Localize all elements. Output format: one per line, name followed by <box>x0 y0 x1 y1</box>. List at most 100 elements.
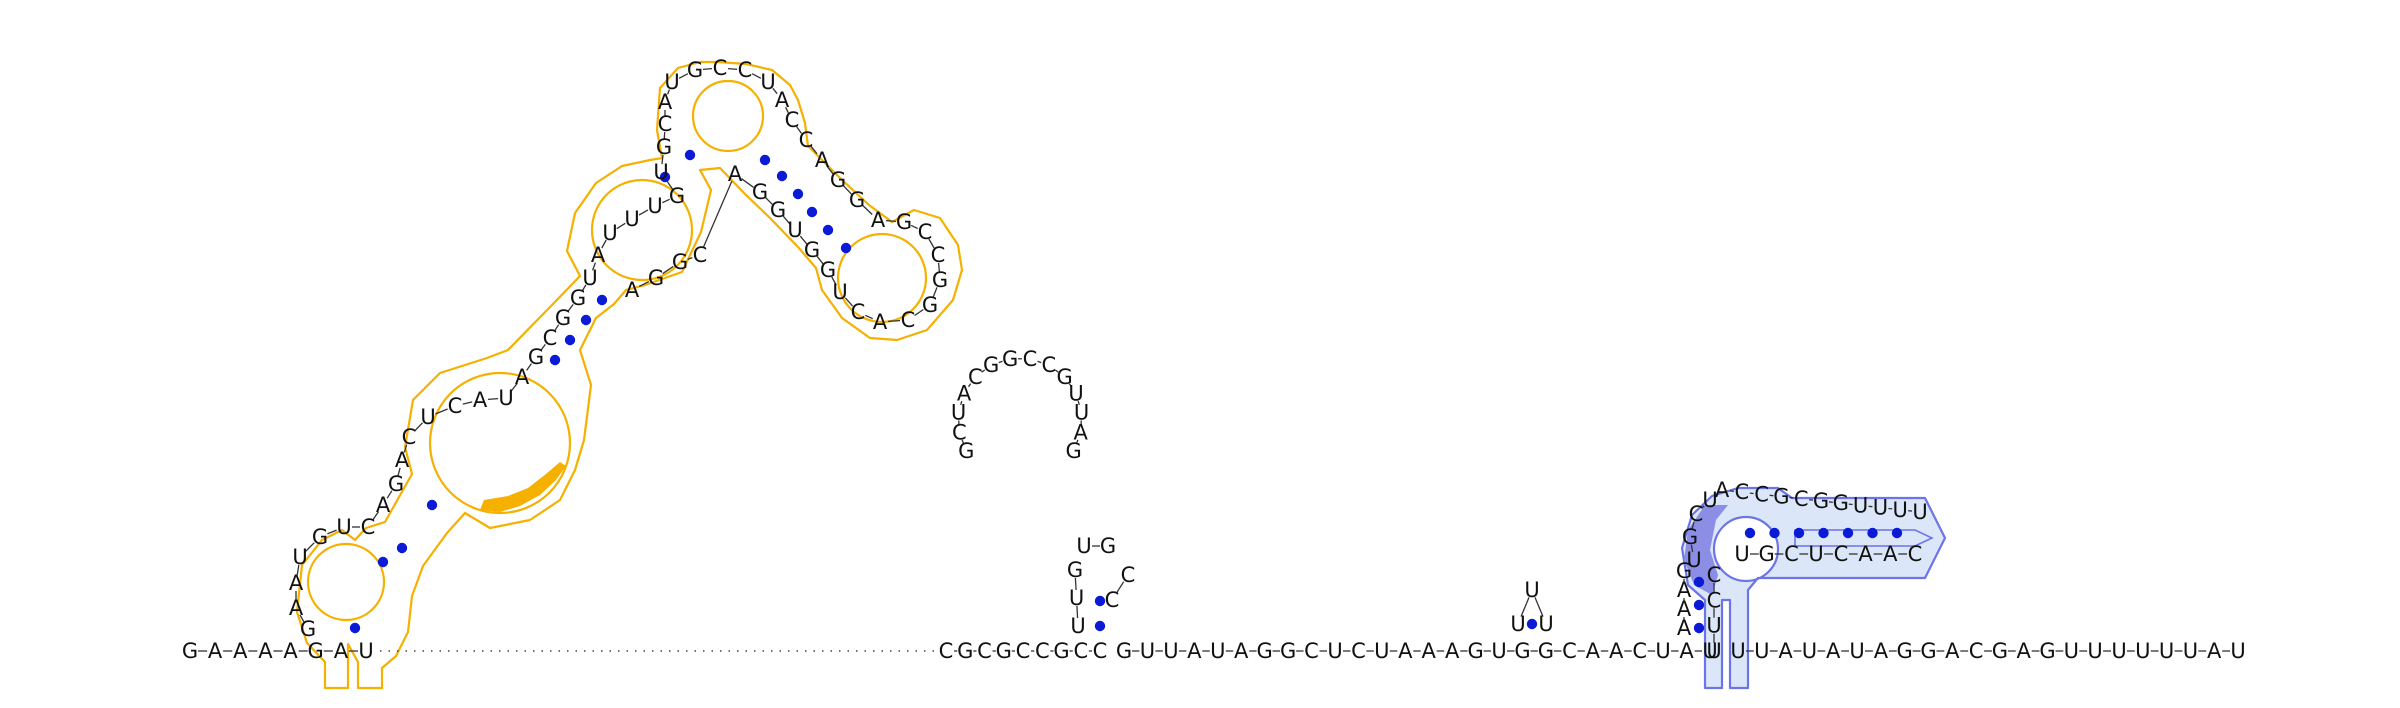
baseline-nucleotide: G <box>1053 639 1069 663</box>
baseline-nucleotide: G <box>2039 639 2055 663</box>
baseline-nucleotide: U <box>2230 639 2245 663</box>
backbone-link <box>932 287 938 298</box>
base-pair-dot <box>1094 620 1106 632</box>
pseudoknot-highlight-nucleotide: G <box>1682 525 1698 549</box>
backbone-link <box>540 344 546 351</box>
base-pair-dot <box>1693 622 1705 634</box>
backbone-link <box>638 209 649 216</box>
baseline-nucleotide: U <box>1802 639 1817 663</box>
baseline-nucleotide: G <box>1538 639 1554 663</box>
domain-nucleotide: G <box>555 306 571 330</box>
baseline-nucleotide: A <box>1826 639 1841 663</box>
base-pair-dot <box>549 354 561 366</box>
hairpin-loop-nucleotide: C <box>1041 353 1056 377</box>
baseline-nucleotide: G <box>1280 639 1296 663</box>
baseline-nucleotide: G <box>1992 639 2008 663</box>
baseline-nucleotide: G <box>1514 639 1530 663</box>
backbone-link <box>1691 521 1695 530</box>
baseline-nucleotide: U <box>1163 639 1178 663</box>
base-pair-dot <box>822 224 834 236</box>
backbone-link <box>435 408 448 415</box>
backbone-link <box>885 219 897 223</box>
baseline-nucleotide: A <box>1945 639 1960 663</box>
baseline-nucleotide: G <box>957 639 973 663</box>
backbone-link <box>782 215 791 225</box>
backbone-link <box>826 165 834 175</box>
baseline-nucleotide: U <box>1655 639 1670 663</box>
pseudoknot-nucleotide: C <box>1707 563 1722 587</box>
domain-nucleotide: G <box>922 293 938 317</box>
pseudoknot-nucleotide: G <box>1833 491 1849 515</box>
domain-nucleotide: G <box>830 168 846 192</box>
baseline-nucleotide: A <box>1422 639 1437 663</box>
domain-nucleotide: C <box>713 56 728 80</box>
backbone-link <box>1068 383 1073 388</box>
backbone-link <box>998 360 1003 364</box>
base-pair-dot <box>1094 595 1106 607</box>
domain-nucleotide: A <box>775 88 790 112</box>
backbone-link <box>981 369 986 373</box>
hairpin-loop-nucleotide: U <box>1510 612 1525 636</box>
hairpin-stem-nucleotide: G <box>1067 558 1083 582</box>
pseudoknot-nucleotide: A <box>1858 542 1873 566</box>
baseline-nucleotide: A <box>2017 639 2032 663</box>
hairpin-loop-nucleotide: C <box>1023 347 1038 371</box>
baseline-nucleotide: C <box>1632 639 1647 663</box>
base-pair-dot <box>759 154 771 166</box>
backbone-link <box>305 542 315 552</box>
domain-nucleotide: U <box>582 266 597 290</box>
pseudoknot-nucleotide: G <box>1813 489 1829 513</box>
pseudoknot-nucleotide: A <box>1677 597 1692 621</box>
domain-nucleotide: G <box>672 250 688 274</box>
base-pair-dot <box>806 206 818 218</box>
baseline-nucleotide: G <box>1920 639 1936 663</box>
backbone-link <box>862 205 873 215</box>
base-pair-dot <box>1793 527 1805 539</box>
backbone-line-layer <box>198 67 2230 652</box>
backbone-link <box>796 126 802 134</box>
pseudoknot-nucleotide: C <box>1707 588 1722 612</box>
domain-nucleotide: C <box>851 300 866 324</box>
baseline-nucleotide: G <box>1116 639 1132 663</box>
domain-nucleotide: G <box>932 268 948 292</box>
domain-outline <box>295 60 964 690</box>
pseudoknot-highlight-nucleotide: U <box>1702 488 1717 512</box>
base-pair-dot <box>776 170 788 182</box>
backbone-link <box>371 511 380 521</box>
backbone-link <box>581 284 587 292</box>
baseline-nucleotide: C <box>1969 639 1984 663</box>
baseline-nucleotide: A <box>1445 639 1460 663</box>
baseline-nucleotide: U <box>2183 639 2198 663</box>
base-pair-dot <box>840 242 852 254</box>
base-pair-dot <box>1891 527 1903 539</box>
backbone-link <box>1077 400 1080 405</box>
backbone-link <box>928 238 935 249</box>
backbone-link <box>1520 597 1530 617</box>
baseline-nucleotide: G <box>182 639 198 663</box>
pseudoknot-nucleotide: C <box>1834 542 1849 566</box>
hairpin-stem-nucleotide: U <box>1070 614 1085 638</box>
hairpin-loop-nucleotide: C <box>968 365 983 389</box>
backbone-link <box>961 439 965 444</box>
domain-nucleotide: A <box>873 310 888 334</box>
baseline-nucleotide: U <box>1730 639 1745 663</box>
domain-nucleotide: G <box>849 188 865 212</box>
backbone-link <box>414 422 423 432</box>
backbone-link <box>810 145 818 155</box>
backbone-link <box>687 256 693 261</box>
baseline-nucleotide: A <box>1679 639 1694 663</box>
baseline-nucleotide: A <box>1187 639 1202 663</box>
domain-nucleotide: U <box>602 221 617 245</box>
hairpin-stem-nucleotide: C <box>1121 563 1136 587</box>
domain-nucleotide: C <box>448 394 463 418</box>
domain-nucleotide: A <box>289 596 304 620</box>
backbone-link <box>843 185 852 195</box>
domain-nucleotide: U <box>664 70 679 94</box>
domain-nucleotide: A <box>395 448 410 472</box>
baseline-nucleotide: A <box>233 639 248 663</box>
backbone-link <box>1701 505 1705 509</box>
backbone-link <box>727 67 738 71</box>
domain-outline-layer <box>295 60 1947 690</box>
pseudoknot-nucleotide: C <box>1794 487 1809 511</box>
domain-nucleotide: C <box>658 112 673 136</box>
